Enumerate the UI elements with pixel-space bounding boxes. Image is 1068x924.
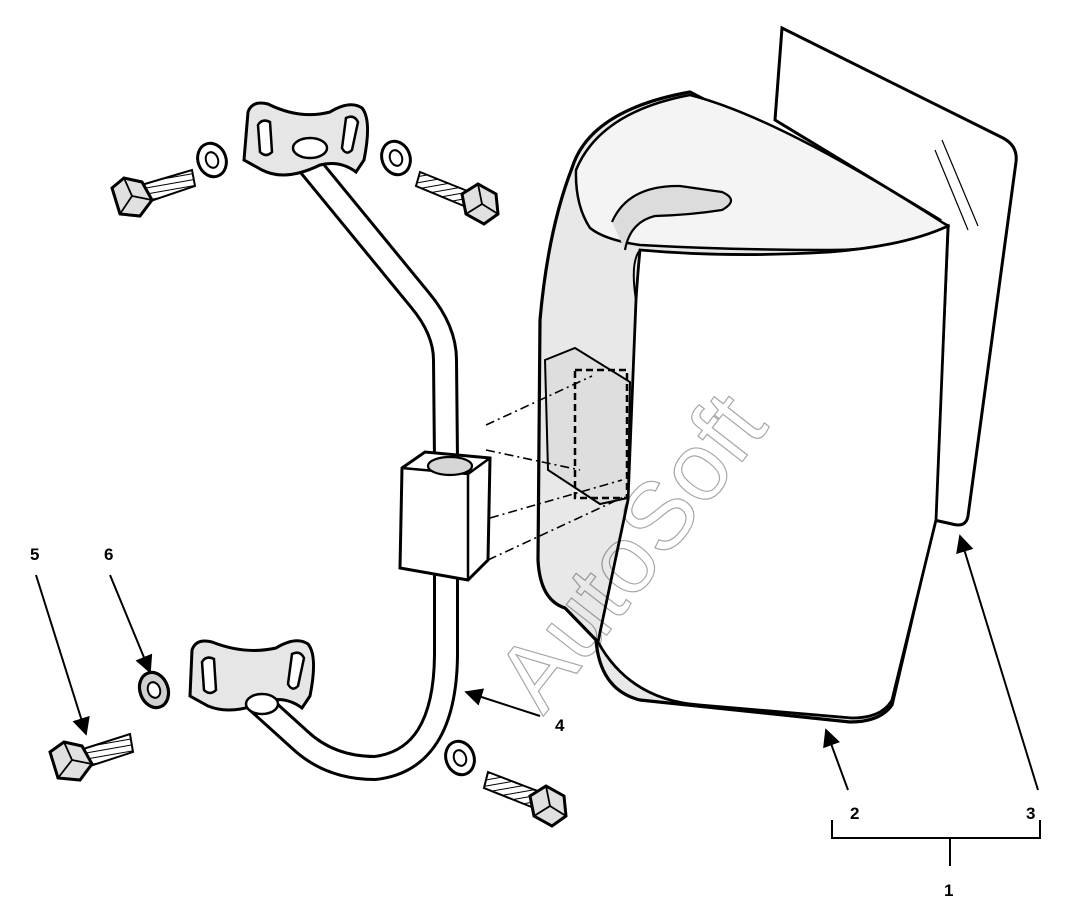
leader-4 xyxy=(464,688,541,717)
upper-mount-plate xyxy=(242,101,369,177)
callout-6: 6 xyxy=(104,545,113,564)
callout-2: 2 xyxy=(850,804,859,823)
leader-3 xyxy=(956,534,1039,791)
lower-mount-plate xyxy=(188,639,315,716)
leader-6 xyxy=(109,574,153,674)
washer-lower-right xyxy=(444,739,476,777)
mirror-arm xyxy=(245,137,492,781)
leader-lines xyxy=(35,534,1039,791)
leader-2 xyxy=(823,728,849,791)
bolt-lower-right xyxy=(482,770,568,828)
bolt-lower-left xyxy=(48,732,135,782)
callout-4: 4 xyxy=(555,716,565,735)
callout-3: 3 xyxy=(1026,804,1035,823)
bolt-top-right xyxy=(414,170,500,226)
washer-top-right xyxy=(380,139,412,177)
mirror-housing xyxy=(536,90,951,724)
group-bracket-1 xyxy=(831,820,1041,866)
washer-top-left xyxy=(196,141,228,179)
alignment-lines xyxy=(485,375,629,561)
callout-5: 5 xyxy=(30,545,39,564)
leader-5 xyxy=(35,574,90,736)
washer-lower-left xyxy=(137,670,171,710)
bolt-top-left xyxy=(110,168,197,218)
callout-1: 1 xyxy=(944,881,953,900)
mirror-glass xyxy=(773,25,1018,527)
